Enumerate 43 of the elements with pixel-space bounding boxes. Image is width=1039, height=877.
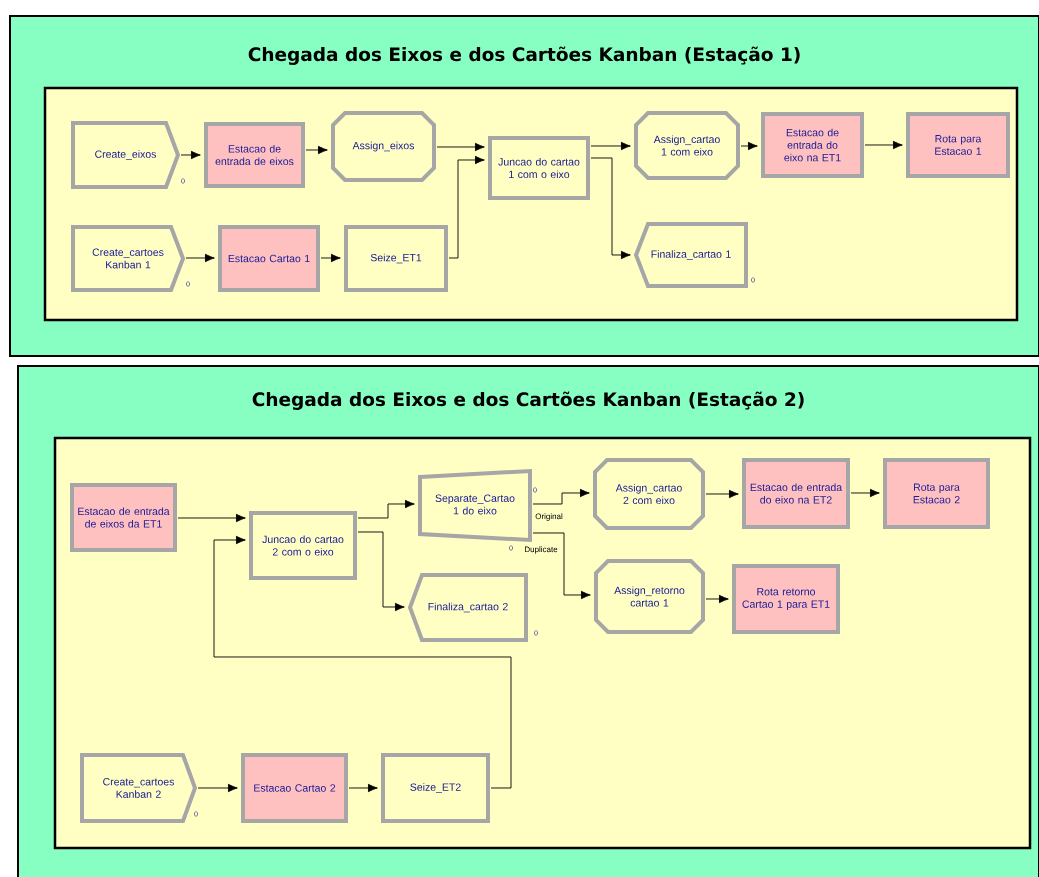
connector-arrow bbox=[197, 783, 238, 793]
module-box: Juncao do cartao 1 com o eixo bbox=[488, 136, 590, 200]
connector-arrow bbox=[590, 157, 631, 260]
assign-module: Assign_cartao 2 com eixo bbox=[593, 458, 705, 530]
connector-arrow bbox=[864, 140, 903, 150]
module-box: Estacao de entrada de eixos da ET1 bbox=[70, 483, 177, 552]
connector-arrow bbox=[357, 531, 405, 612]
connector-arrow bbox=[320, 253, 341, 263]
module-box: Rota retorno Cartao 1 para ET1 bbox=[732, 564, 840, 634]
connector-arrow bbox=[436, 142, 485, 152]
module-box: Estacao de entrada de eixos bbox=[204, 122, 305, 188]
connector-arrow bbox=[532, 532, 591, 600]
module-box: Seize_ET1 bbox=[344, 225, 448, 292]
edge-label: Original bbox=[534, 512, 564, 522]
connector-arrow bbox=[357, 499, 415, 519]
connector-arrow bbox=[590, 141, 631, 151]
create-module: Create_cartoes Kanban 1 bbox=[71, 225, 186, 292]
connector-arrow bbox=[740, 141, 758, 151]
assign-module: Assign_cartao 1 com eixo bbox=[634, 111, 740, 180]
separate-module: Separate_Cartao 1 do eixo bbox=[418, 468, 532, 543]
module-box: Estacao de entrada do eixo na ET2 bbox=[742, 458, 850, 529]
module-box: Estacao de entrada do eixo na ET1 bbox=[761, 112, 864, 178]
module-box: Estacao Cartao 1 bbox=[218, 225, 320, 292]
connector-arrow bbox=[213, 535, 512, 789]
connector-arrow bbox=[705, 594, 729, 604]
connector-arrow bbox=[532, 488, 590, 505]
module-box: Rota para Estacao 1 bbox=[906, 112, 1010, 178]
module-box: Estacao Cartao 2 bbox=[241, 753, 348, 823]
assign-module: Assign_retorno cartao 1 bbox=[594, 559, 705, 634]
module-box: Juncao do cartao 2 com o eixo bbox=[249, 511, 357, 580]
connector-arrow bbox=[448, 155, 485, 259]
assign-module: Assign_eixos bbox=[331, 111, 436, 182]
connector-arrow bbox=[177, 513, 246, 523]
connector-arrow bbox=[180, 150, 201, 160]
module-box: Rota para Estacao 2 bbox=[883, 458, 990, 529]
edge-label: Duplicate bbox=[523, 545, 559, 555]
create-module: Create_eixos bbox=[71, 121, 181, 189]
connector-arrow bbox=[305, 145, 328, 155]
connector-arrow bbox=[850, 488, 880, 498]
connector-arrow bbox=[185, 253, 215, 263]
module-box: Seize_ET2 bbox=[381, 753, 490, 823]
connector-arrow bbox=[348, 783, 378, 793]
connector-arrow bbox=[705, 489, 739, 499]
